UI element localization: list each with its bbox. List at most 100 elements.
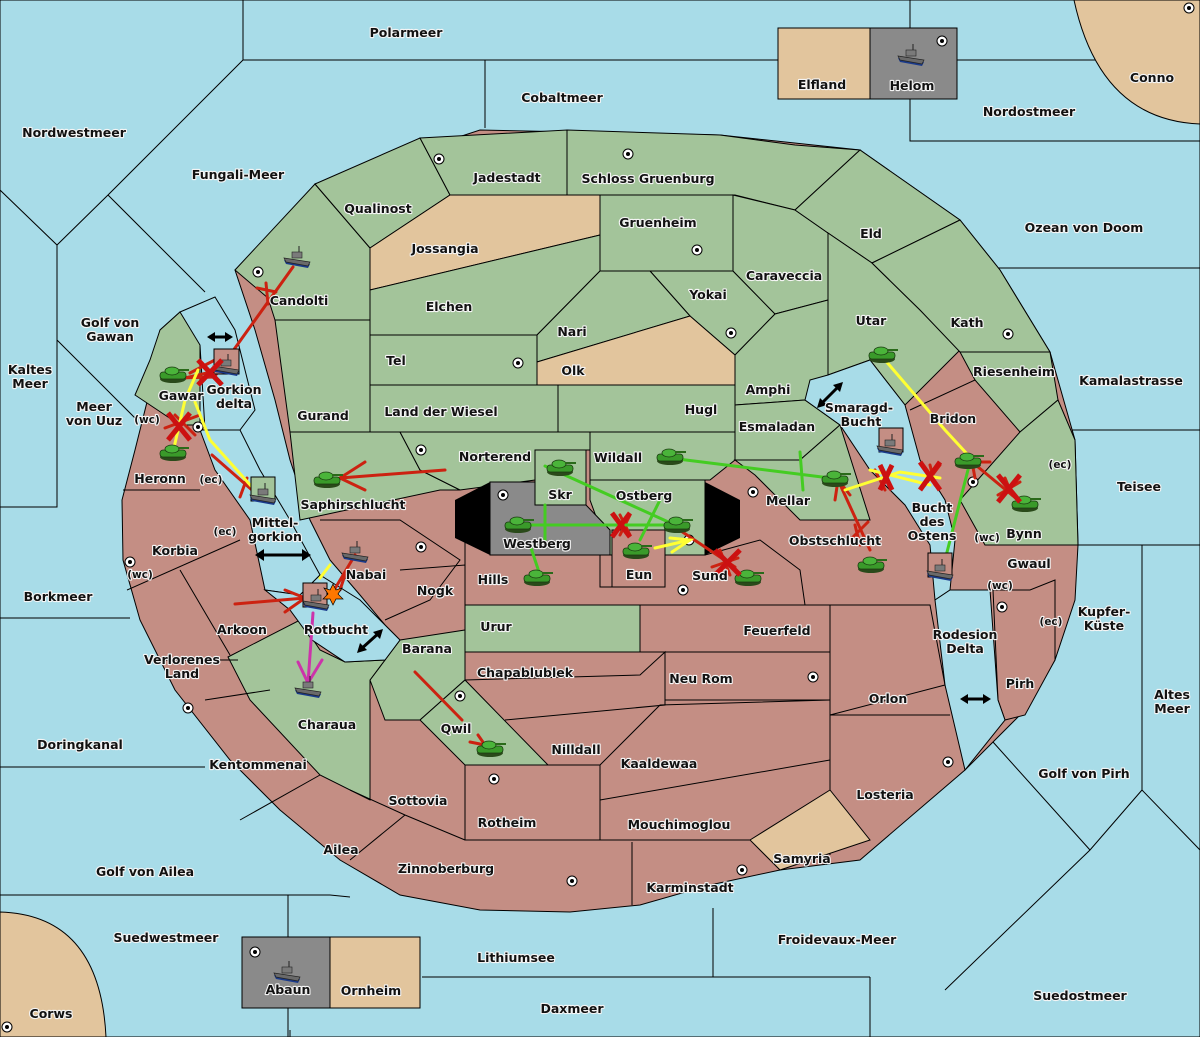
- label-conno: Conno: [1130, 70, 1175, 85]
- coast-marker-ec: (ec): [200, 474, 223, 486]
- coast-marker-wc: (wc): [134, 414, 160, 426]
- label-chapablublek: Chapablublek: [477, 665, 574, 680]
- label-altes-meer-2: Meer: [1154, 701, 1190, 716]
- label-froidevaux-meer: Froidevaux-Meer: [778, 932, 897, 947]
- label-lithiumsee: Lithiumsee: [477, 950, 555, 965]
- label-golf-von-gawan-1: Golf von: [81, 315, 140, 330]
- supply-center-icon: [415, 444, 427, 456]
- label-nilldall: Nilldall: [551, 742, 600, 757]
- label-ostberg: Ostberg: [616, 488, 673, 503]
- supply-center-icon: [967, 476, 979, 488]
- supply-center-icon: [454, 690, 466, 702]
- label-verlorenes-2: Land: [165, 666, 199, 681]
- label-schloss-gruenburg: Schloss Gruenburg: [581, 171, 714, 186]
- rodesion-delta-water: [934, 589, 1006, 772]
- supply-center-icon: [1183, 2, 1195, 14]
- label-borkmeer: Borkmeer: [24, 589, 94, 604]
- label-teisee: Teisee: [1117, 479, 1161, 494]
- label-meer-von-uuz-1: Meer: [76, 399, 112, 414]
- label-sottovia: Sottovia: [389, 793, 448, 808]
- label-esmaladan: Esmaladan: [739, 419, 815, 434]
- label-caraveccia: Caraveccia: [746, 268, 822, 283]
- supply-center-icon: [497, 489, 509, 501]
- label-charaua: Charaua: [298, 717, 356, 732]
- supply-center-icon: [124, 556, 136, 568]
- label-gurand: Gurand: [297, 408, 349, 423]
- labels: Polarmeer Cobaltmeer Nordwestmeer Fungal…: [7, 24, 1192, 1022]
- label-polarmeer: Polarmeer: [370, 25, 444, 40]
- label-cobaltmeer: Cobaltmeer: [521, 90, 603, 105]
- label-kentommenai: Kentommenai: [209, 757, 307, 772]
- territory-conno: [1073, 0, 1200, 125]
- label-skr: Skr: [548, 487, 572, 502]
- label-mellar: Mellar: [766, 493, 811, 508]
- coast-marker-ec: (ec): [1040, 616, 1063, 628]
- label-gruenheim: Gruenheim: [619, 215, 696, 230]
- order-moves-green: [518, 450, 972, 577]
- impassable-cap-west: [455, 482, 490, 555]
- supply-center-icon: [936, 35, 948, 47]
- label-suedwestmeer: Suedwestmeer: [114, 930, 220, 945]
- label-wildall: Wildall: [594, 450, 642, 465]
- supply-center-icon: [182, 702, 194, 714]
- label-kath: Kath: [951, 315, 984, 330]
- label-obstschlucht: Obstschlucht: [789, 533, 881, 548]
- label-pirh: Pirh: [1006, 676, 1035, 691]
- label-bynn: Bynn: [1006, 526, 1041, 541]
- label-mittelgorkion-1: Mittel-: [252, 515, 299, 530]
- territory-gruenheim: [599, 194, 734, 272]
- coast-marker-ec: (ec): [1049, 459, 1072, 471]
- label-kamalastrasse: Kamalastrasse: [1079, 373, 1183, 388]
- label-olk: Olk: [561, 363, 585, 378]
- label-neu-rom: Neu Rom: [669, 671, 732, 686]
- label-suedostmeer: Suedostmeer: [1033, 988, 1127, 1003]
- label-jossangia: Jossangia: [410, 241, 478, 256]
- label-ornheim: Ornheim: [341, 983, 401, 998]
- order-supports-yellow: [171, 358, 970, 580]
- supply-center-icon: [252, 266, 264, 278]
- label-nordostmeer: Nordostmeer: [983, 104, 1076, 119]
- label-heronn: Heronn: [134, 471, 186, 486]
- label-gawar: Gawar: [159, 388, 205, 403]
- label-doringkanal: Doringkanal: [37, 737, 123, 752]
- label-ozean-von-doom: Ozean von Doom: [1025, 220, 1144, 235]
- coast-marker-wc: (wc): [987, 580, 1013, 592]
- label-candolti: Candolti: [270, 293, 329, 308]
- label-bridon: Bridon: [930, 411, 976, 426]
- label-orlon: Orlon: [869, 691, 908, 706]
- label-karminstadt: Karminstadt: [646, 880, 733, 895]
- label-abaun: Abaun: [266, 982, 311, 997]
- supply-center-icon: [566, 875, 578, 887]
- territory-ornheim: [329, 936, 421, 1009]
- label-kupfer-kueste-2: Küste: [1084, 618, 1124, 633]
- label-kaltes-meer-2: Meer: [12, 376, 48, 391]
- label-bucht-2: des: [920, 514, 945, 529]
- label-bucht-3: Ostens: [908, 528, 957, 543]
- label-fungali-meer: Fungali-Meer: [192, 167, 285, 182]
- supply-center-icon: [736, 864, 748, 876]
- coast-marker-wc: (wc): [974, 532, 1000, 544]
- label-eun: Eun: [626, 567, 652, 582]
- supply-center-icon: [942, 756, 954, 768]
- label-hugl: Hugl: [685, 402, 718, 417]
- label-gorkion-1: Gorkion: [206, 382, 261, 397]
- battle-explosion-icon: [322, 583, 344, 606]
- label-daxmeer: Daxmeer: [540, 1001, 604, 1016]
- label-hills: Hills: [478, 572, 509, 587]
- label-golf-von-gawan-2: Gawan: [86, 329, 134, 344]
- label-gorkion-2: delta: [216, 396, 252, 411]
- impassable-cap-east: [705, 482, 740, 555]
- supply-center-icon: [488, 773, 500, 785]
- label-tel: Tel: [386, 353, 406, 368]
- label-elchen: Elchen: [426, 299, 473, 314]
- supply-center-icon: [725, 327, 737, 339]
- label-rodesion-1: Rodesion: [933, 627, 998, 642]
- label-korbia: Korbia: [152, 543, 198, 558]
- coast-marker-wc: (wc): [127, 569, 153, 581]
- label-land-der-wiesel: Land der Wiesel: [384, 404, 497, 419]
- label-gwaul: Gwaul: [1007, 556, 1050, 571]
- label-qualinost: Qualinost: [344, 201, 411, 216]
- green-territories: [134, 129, 1079, 801]
- label-corws: Corws: [30, 1006, 73, 1021]
